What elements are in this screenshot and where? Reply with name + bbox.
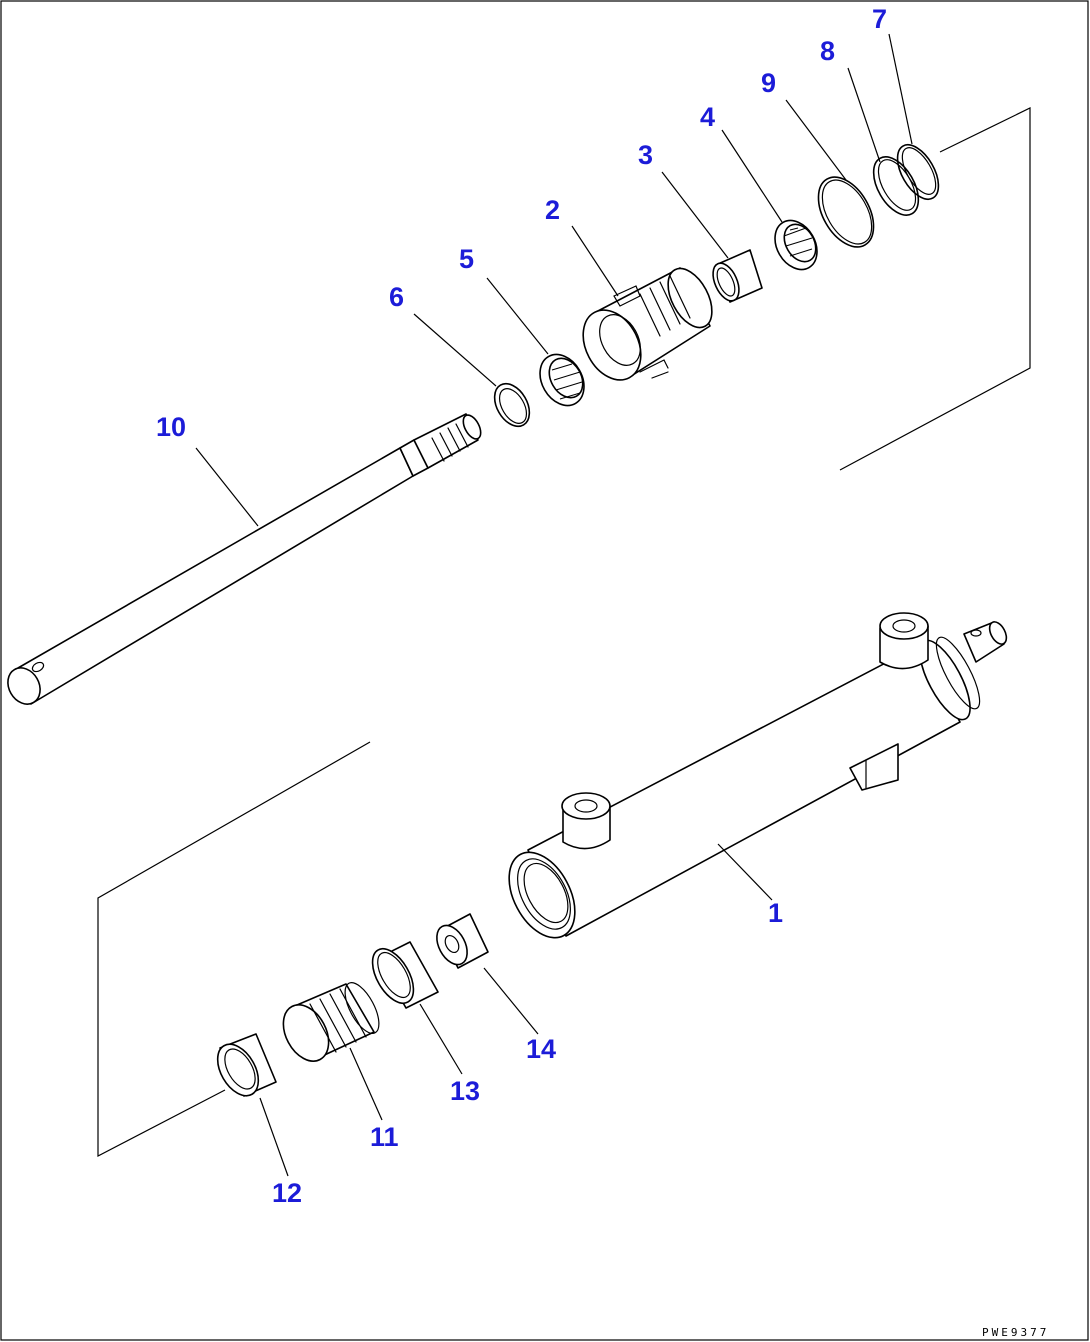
bushing-part [712,249,763,303]
callout-1: 1 [768,898,783,928]
callout-6: 6 [389,282,404,312]
callout-10: 10 [156,412,186,442]
leader-lines [195,33,913,1177]
backup-ring-part [872,156,920,216]
lower-assembly-frame [97,741,371,1157]
callout-5: 5 [459,244,474,274]
callout-8: 8 [820,36,835,66]
callout-2: 2 [545,195,560,225]
piston-ring-part [216,1033,277,1097]
rod-seal-part [774,219,818,271]
callout-13: 13 [450,1076,480,1106]
wear-ring-part [539,353,585,407]
callout-9: 9 [761,68,776,98]
cushion-ring-part [371,941,439,1009]
dust-seal-part [896,144,940,200]
cylinder-tube-part [508,612,1008,939]
piston-part [282,982,380,1062]
snap-ring-part [490,376,531,428]
callout-3: 3 [638,140,653,170]
callout-12: 12 [272,1178,302,1208]
upper-assembly-frame [839,107,1031,471]
callout-4: 4 [700,102,715,132]
piston-rod-part [7,413,482,705]
nut-part [436,913,489,969]
callout-7: 7 [872,4,887,34]
drawing-code: PWE9377 [982,1326,1049,1339]
callout-14: 14 [526,1034,556,1064]
callout-11: 11 [370,1122,399,1152]
cylinder-head-part [582,267,713,381]
o-ring-part [817,176,875,248]
